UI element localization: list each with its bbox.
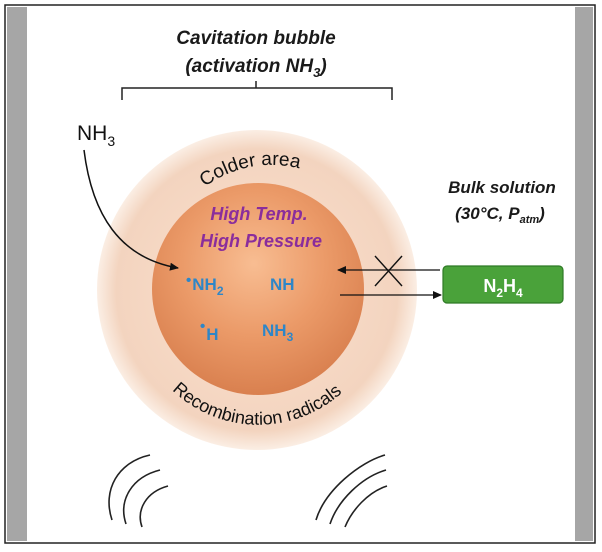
core-text-line2: High Pressure bbox=[200, 231, 322, 251]
frame-right-bar bbox=[575, 7, 593, 541]
title-bracket bbox=[121, 81, 393, 100]
title-line1: Cavitation bubble bbox=[176, 28, 336, 49]
ultrasound-waves-left-icon bbox=[108, 454, 169, 528]
bulk-solution-conditions: (30°C, Patm) bbox=[455, 204, 545, 226]
title-line2: (activation NH3) bbox=[185, 56, 326, 80]
inlet-arrow bbox=[83, 149, 179, 271]
core-text-line1: High Temp. bbox=[210, 204, 307, 224]
frame-left-bar bbox=[7, 7, 27, 541]
product-label: N2H4 bbox=[483, 276, 523, 300]
species-nh3: NH3 bbox=[262, 321, 294, 344]
product-box bbox=[442, 265, 564, 304]
species-h-radical: •H bbox=[200, 318, 219, 344]
species-nh: NH bbox=[270, 275, 295, 294]
inlet-nh3-label: NH3 bbox=[77, 122, 115, 149]
blocked-cross-icon bbox=[374, 255, 403, 287]
ultrasound-waves-right-icon bbox=[315, 454, 388, 528]
bubble-core bbox=[152, 183, 364, 395]
species-nh2-radical: •NH2 bbox=[186, 272, 224, 298]
bulk-solution-title: Bulk solution bbox=[448, 178, 556, 197]
